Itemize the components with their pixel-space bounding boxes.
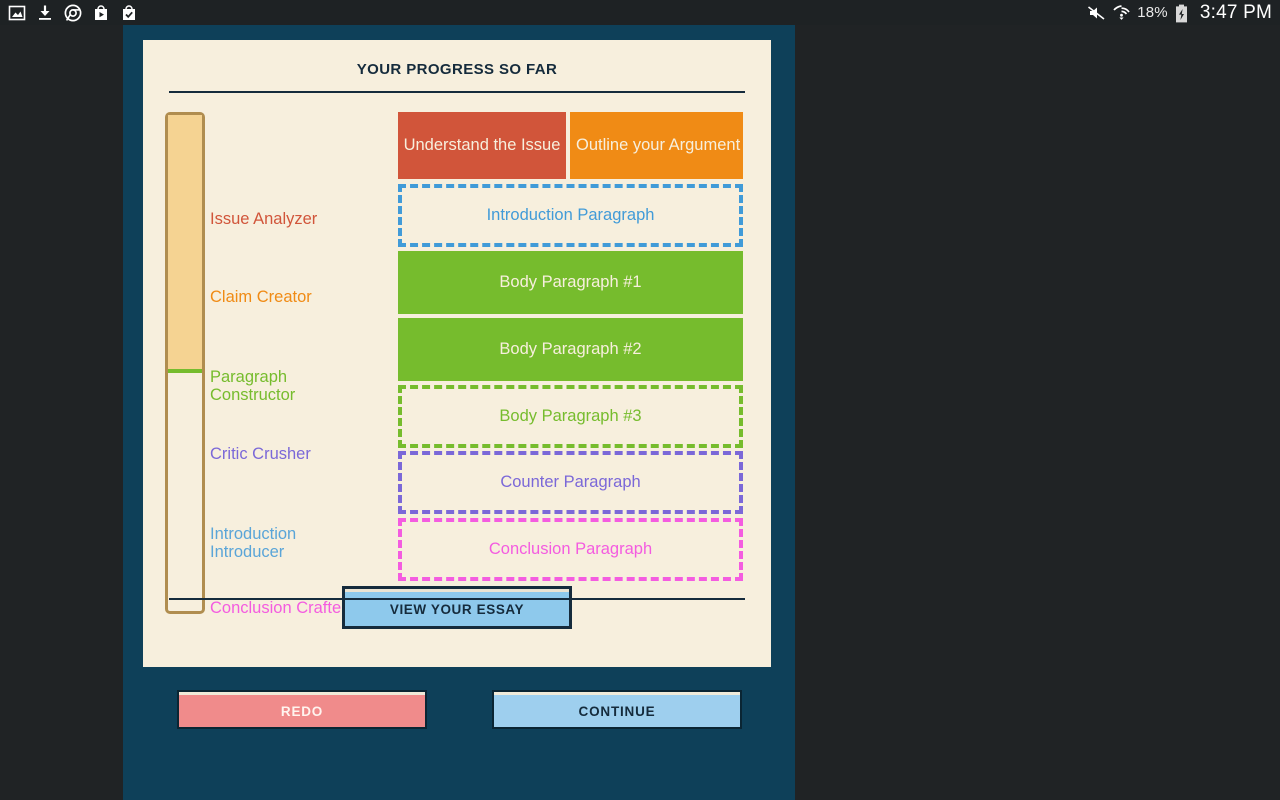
play-store-installed-icon (120, 4, 138, 22)
image-icon (8, 4, 26, 22)
stage-label-3: Critic Crusher (210, 445, 311, 463)
stage-label-0: Issue Analyzer (210, 210, 318, 228)
essay-block-1[interactable]: Outline your Argument (570, 112, 743, 179)
stage-label-2: Paragraph Constructor (210, 368, 296, 404)
page-title: YOUR PROGRESS SO FAR (356, 61, 558, 78)
essay-block-2[interactable]: Introduction Paragraph (398, 184, 743, 247)
essay-block-0[interactable]: Understand the Issue (398, 112, 566, 179)
wifi-icon (1112, 4, 1130, 22)
play-store-icon (92, 4, 110, 22)
stage-label-4: Introduction Introducer (210, 525, 297, 561)
chrome-icon (64, 4, 82, 22)
essay-block-label-6: Counter Paragraph (500, 473, 641, 491)
continue-button-label: CONTINUE (578, 703, 656, 719)
stage-label-5: Conclusion Crafter (210, 599, 347, 617)
essay-block-6[interactable]: Counter Paragraph (398, 451, 743, 514)
essay-block-3[interactable]: Body Paragraph #1 (398, 251, 743, 314)
redo-button[interactable]: REDO (177, 690, 427, 729)
essay-block-label-2: Introduction Paragraph (486, 206, 655, 224)
status-bar-system-icons: 18% 3:47 PM (1087, 2, 1272, 24)
battery-percentage: 18% (1137, 4, 1168, 21)
status-bar-notification-icons (8, 4, 138, 22)
essay-block-7[interactable]: Conclusion Paragraph (398, 518, 743, 581)
continue-button[interactable]: CONTINUE (492, 690, 742, 729)
essay-block-label-3: Body Paragraph #1 (499, 273, 642, 291)
divider-top (169, 91, 745, 93)
essay-block-label-5: Body Paragraph #3 (499, 407, 642, 425)
volume-mute-icon (1087, 4, 1105, 22)
essay-block-label-1: Outline your Argument (576, 136, 741, 154)
divider-bottom (169, 598, 745, 600)
continue-button-highlight (494, 692, 740, 695)
progress-fill (168, 115, 202, 373)
battery-charging-icon (1175, 4, 1193, 22)
essay-structure-blocks: Understand the Issue Outline your Argumen… (398, 112, 743, 614)
essay-block-5[interactable]: Body Paragraph #3 (398, 385, 743, 448)
status-bar-clock: 3:47 PM (1199, 1, 1272, 23)
essay-block-4[interactable]: Body Paragraph #2 (398, 318, 743, 381)
redo-button-label: REDO (280, 703, 324, 719)
view-your-essay-label: VIEW YOUR ESSAY (345, 592, 569, 626)
view-your-essay-button[interactable]: VIEW YOUR ESSAY (342, 586, 572, 629)
redo-button-highlight (179, 692, 425, 695)
essay-block-label-0: Understand the Issue (403, 136, 561, 154)
stage-label-1: Claim Creator (210, 288, 312, 306)
essay-block-label-7: Conclusion Paragraph (488, 540, 653, 558)
android-status-bar: 18% 3:47 PM (0, 0, 1280, 25)
progress-rail (165, 112, 205, 614)
essay-block-label-4: Body Paragraph #2 (499, 340, 642, 358)
download-icon (36, 4, 54, 22)
